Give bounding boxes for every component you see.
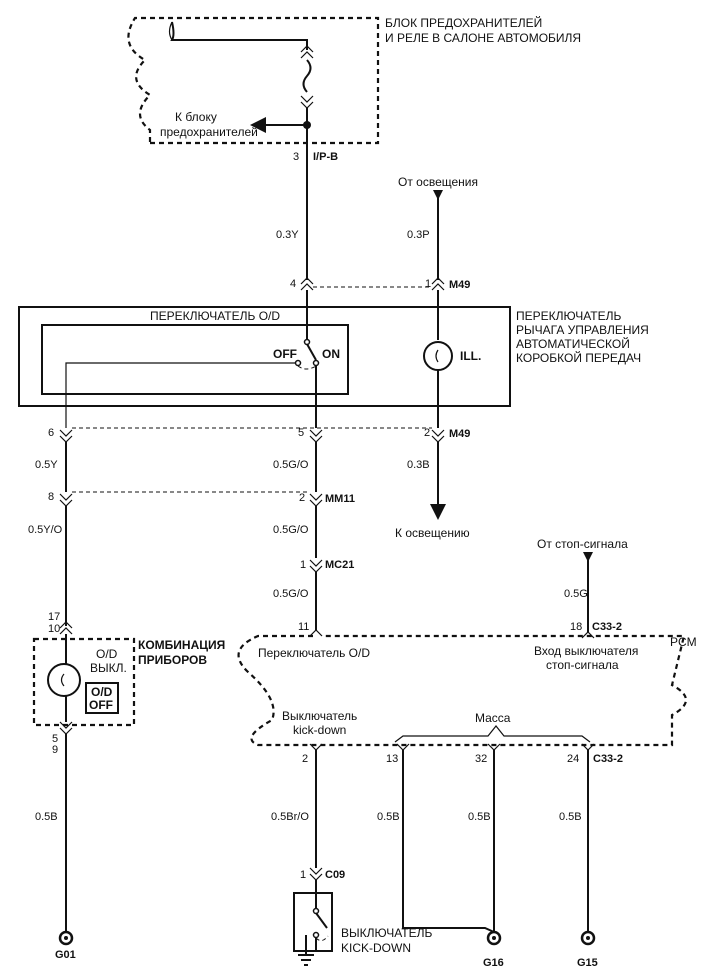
shift-lever-label-3: АВТОМАТИЧЕСКОЙ	[516, 336, 630, 351]
connector-c09-label: C09	[325, 869, 345, 881]
illumination-lamp-icon	[423, 341, 453, 371]
connector-ipb-label: I/P-B	[313, 151, 338, 163]
pin-pcm-24: 24	[567, 753, 579, 765]
cluster-label-1: КОМБИНАЦИЯ	[138, 638, 225, 652]
connector-mc21: 1 MC21	[300, 559, 354, 573]
pin-sw-4: 4	[290, 278, 296, 290]
ground-g15: G15	[577, 930, 598, 969]
pin-pcm-13: 13	[386, 753, 398, 765]
cluster-label-2: ПРИБОРОВ	[138, 653, 207, 667]
to-fuse-block-label-1: К блоку	[175, 110, 217, 124]
from-lighting-arrow	[433, 190, 443, 200]
wire-05go-a: 0.5G/O	[273, 459, 309, 471]
od-lamp-label-1: O/D	[96, 647, 118, 661]
pin-pcm-2: 2	[302, 753, 308, 765]
wire-05yo: 0.5Y/O	[28, 524, 63, 536]
pin-cl-17: 17	[48, 611, 60, 623]
shift-lever-label-2: РЫЧАГА УПРАВЛЕНИЯ	[516, 323, 649, 337]
pin-mc21-1: 1	[300, 559, 306, 571]
wire-05b-a: 0.5B	[35, 811, 58, 823]
kickdown-switch-label-1: ВЫКЛЮЧАТЕЛЬ	[341, 926, 432, 940]
pin-m49-1: 1	[425, 278, 431, 290]
wire-05go-c: 0.5G/O	[273, 588, 309, 600]
pin-m49-2: 2	[424, 427, 430, 439]
wire-05g: 0.5G	[564, 588, 588, 600]
connector-row-top: 4 1 M49	[290, 277, 470, 291]
ground-g01-label: G01	[55, 949, 76, 961]
pcm-stop-input-label-1: Вход выключателя	[534, 644, 638, 658]
from-stop-label: От стоп-сигнала	[537, 537, 628, 551]
pcm-kickdown-label-2: kick-down	[293, 723, 346, 737]
connector-c33-2-top: C33-2	[592, 621, 622, 633]
ground-g16: G16	[483, 930, 504, 969]
pin-sw-5: 5	[298, 427, 304, 439]
ground-g16-label: G16	[483, 957, 504, 969]
pin-mm11-8: 8	[48, 491, 54, 503]
pin-pcm-18: 18	[570, 621, 582, 633]
from-stop-arrow	[583, 552, 593, 562]
wire-05b-d: 0.5B	[559, 811, 582, 823]
connector-mm11: 8 2 MM11	[48, 491, 355, 507]
instrument-cluster: 17 10 O/D ВЫКЛ. O/D OFF КОМБИНАЦИЯ ПРИБО…	[32, 611, 225, 756]
od-off-badge	[85, 682, 119, 714]
connector-m49-bottom: M49	[449, 428, 470, 440]
wire-03y: 0.3Y	[276, 229, 299, 241]
wire-05b-b: 0.5B	[377, 811, 400, 823]
od-switch-inner-label: ПЕРЕКЛЮЧАТЕЛЬ O/D	[150, 309, 280, 323]
kickdown-switch-label-2: KICK-DOWN	[341, 941, 411, 955]
connector-c09: 1 C09	[300, 867, 345, 881]
pin-ipb-3: 3	[293, 151, 299, 163]
wire-05go-b: 0.5G/O	[273, 524, 309, 536]
od-lamp-label-2: ВЫКЛ.	[90, 661, 127, 675]
connector-row-middle: 6 5 2 M49	[48, 427, 470, 443]
connector-m49-top: M49	[449, 279, 470, 291]
ground-g01: G01	[55, 930, 76, 961]
pin-pcm-11: 11	[298, 621, 309, 633]
shift-lever-switch: ПЕРЕКЛЮЧАТЕЛЬ O/D ПЕРЕКЛЮЧАТЕЛЬ РЫЧАГА У…	[18, 290, 649, 428]
od-switch-off-label: OFF	[273, 347, 297, 361]
to-fuse-block-label-2: предохранителей	[160, 125, 258, 139]
pcm-stop-input-label-2: стоп-сигнала	[546, 658, 619, 672]
pcm-block: 11 18 C33-2 PCM Переключатель O/D Вход в…	[237, 621, 697, 765]
ground-g15-label: G15	[577, 957, 598, 969]
fuse-relay-block-label-2: И РЕЛЕ В САЛОНЕ АВТОМОБИЛЯ	[385, 31, 581, 45]
shift-lever-label-4: КОРОБКОЙ ПЕРЕДАЧ	[516, 350, 641, 365]
wire-05bro: 0.5Br/O	[271, 811, 309, 823]
pcm-od-input-label: Переключатель O/D	[258, 646, 370, 660]
wire-03b: 0.3B	[407, 459, 430, 471]
od-off-lamp-icon	[47, 663, 81, 697]
fuse-relay-block-label-1: БЛОК ПРЕДОХРАНИТЕЛЕЙ	[385, 15, 542, 30]
kickdown-switch: ВЫКЛЮЧАТЕЛЬ KICK-DOWN	[293, 880, 432, 966]
connector-ipb: 3 I/P-B	[293, 151, 338, 163]
pin-mm11-2: 2	[299, 492, 305, 504]
shift-lever-label-1: ПЕРЕКЛЮЧАТЕЛЬ	[516, 309, 622, 323]
pcm-label: PCM	[670, 635, 697, 649]
pin-cl-5: 5	[52, 733, 58, 745]
pcm-kickdown-label-1: Выключатель	[282, 709, 357, 723]
od-switch-on-label: ON	[322, 347, 340, 361]
illumination-label: ILL.	[460, 349, 481, 363]
from-lighting-label: От освещения	[398, 175, 478, 189]
pin-cl-10: 10	[48, 623, 60, 635]
pcm-ground-label: Масса	[475, 711, 511, 725]
pin-c09-1: 1	[300, 869, 306, 881]
od-off-badge-line-1: O/D	[91, 685, 113, 699]
connector-c33-2-bottom: C33-2	[593, 753, 623, 765]
pin-pcm-32: 32	[475, 753, 487, 765]
connector-mc21-label: MC21	[325, 559, 354, 571]
pin-cl-9: 9	[52, 744, 58, 756]
fuse-relay-block: БЛОК ПРЕДОХРАНИТЕЛЕЙ И РЕЛЕ В САЛОНЕ АВТ…	[127, 15, 581, 145]
pin-sw-6: 6	[48, 427, 54, 439]
wire-05y: 0.5Y	[35, 459, 58, 471]
connector-mm11-label: MM11	[325, 493, 355, 505]
wire-03p: 0.3P	[407, 229, 430, 241]
to-lighting-label: К освещению	[395, 526, 470, 540]
od-off-badge-line-2: OFF	[89, 698, 113, 712]
wire-05b-c: 0.5B	[468, 811, 491, 823]
